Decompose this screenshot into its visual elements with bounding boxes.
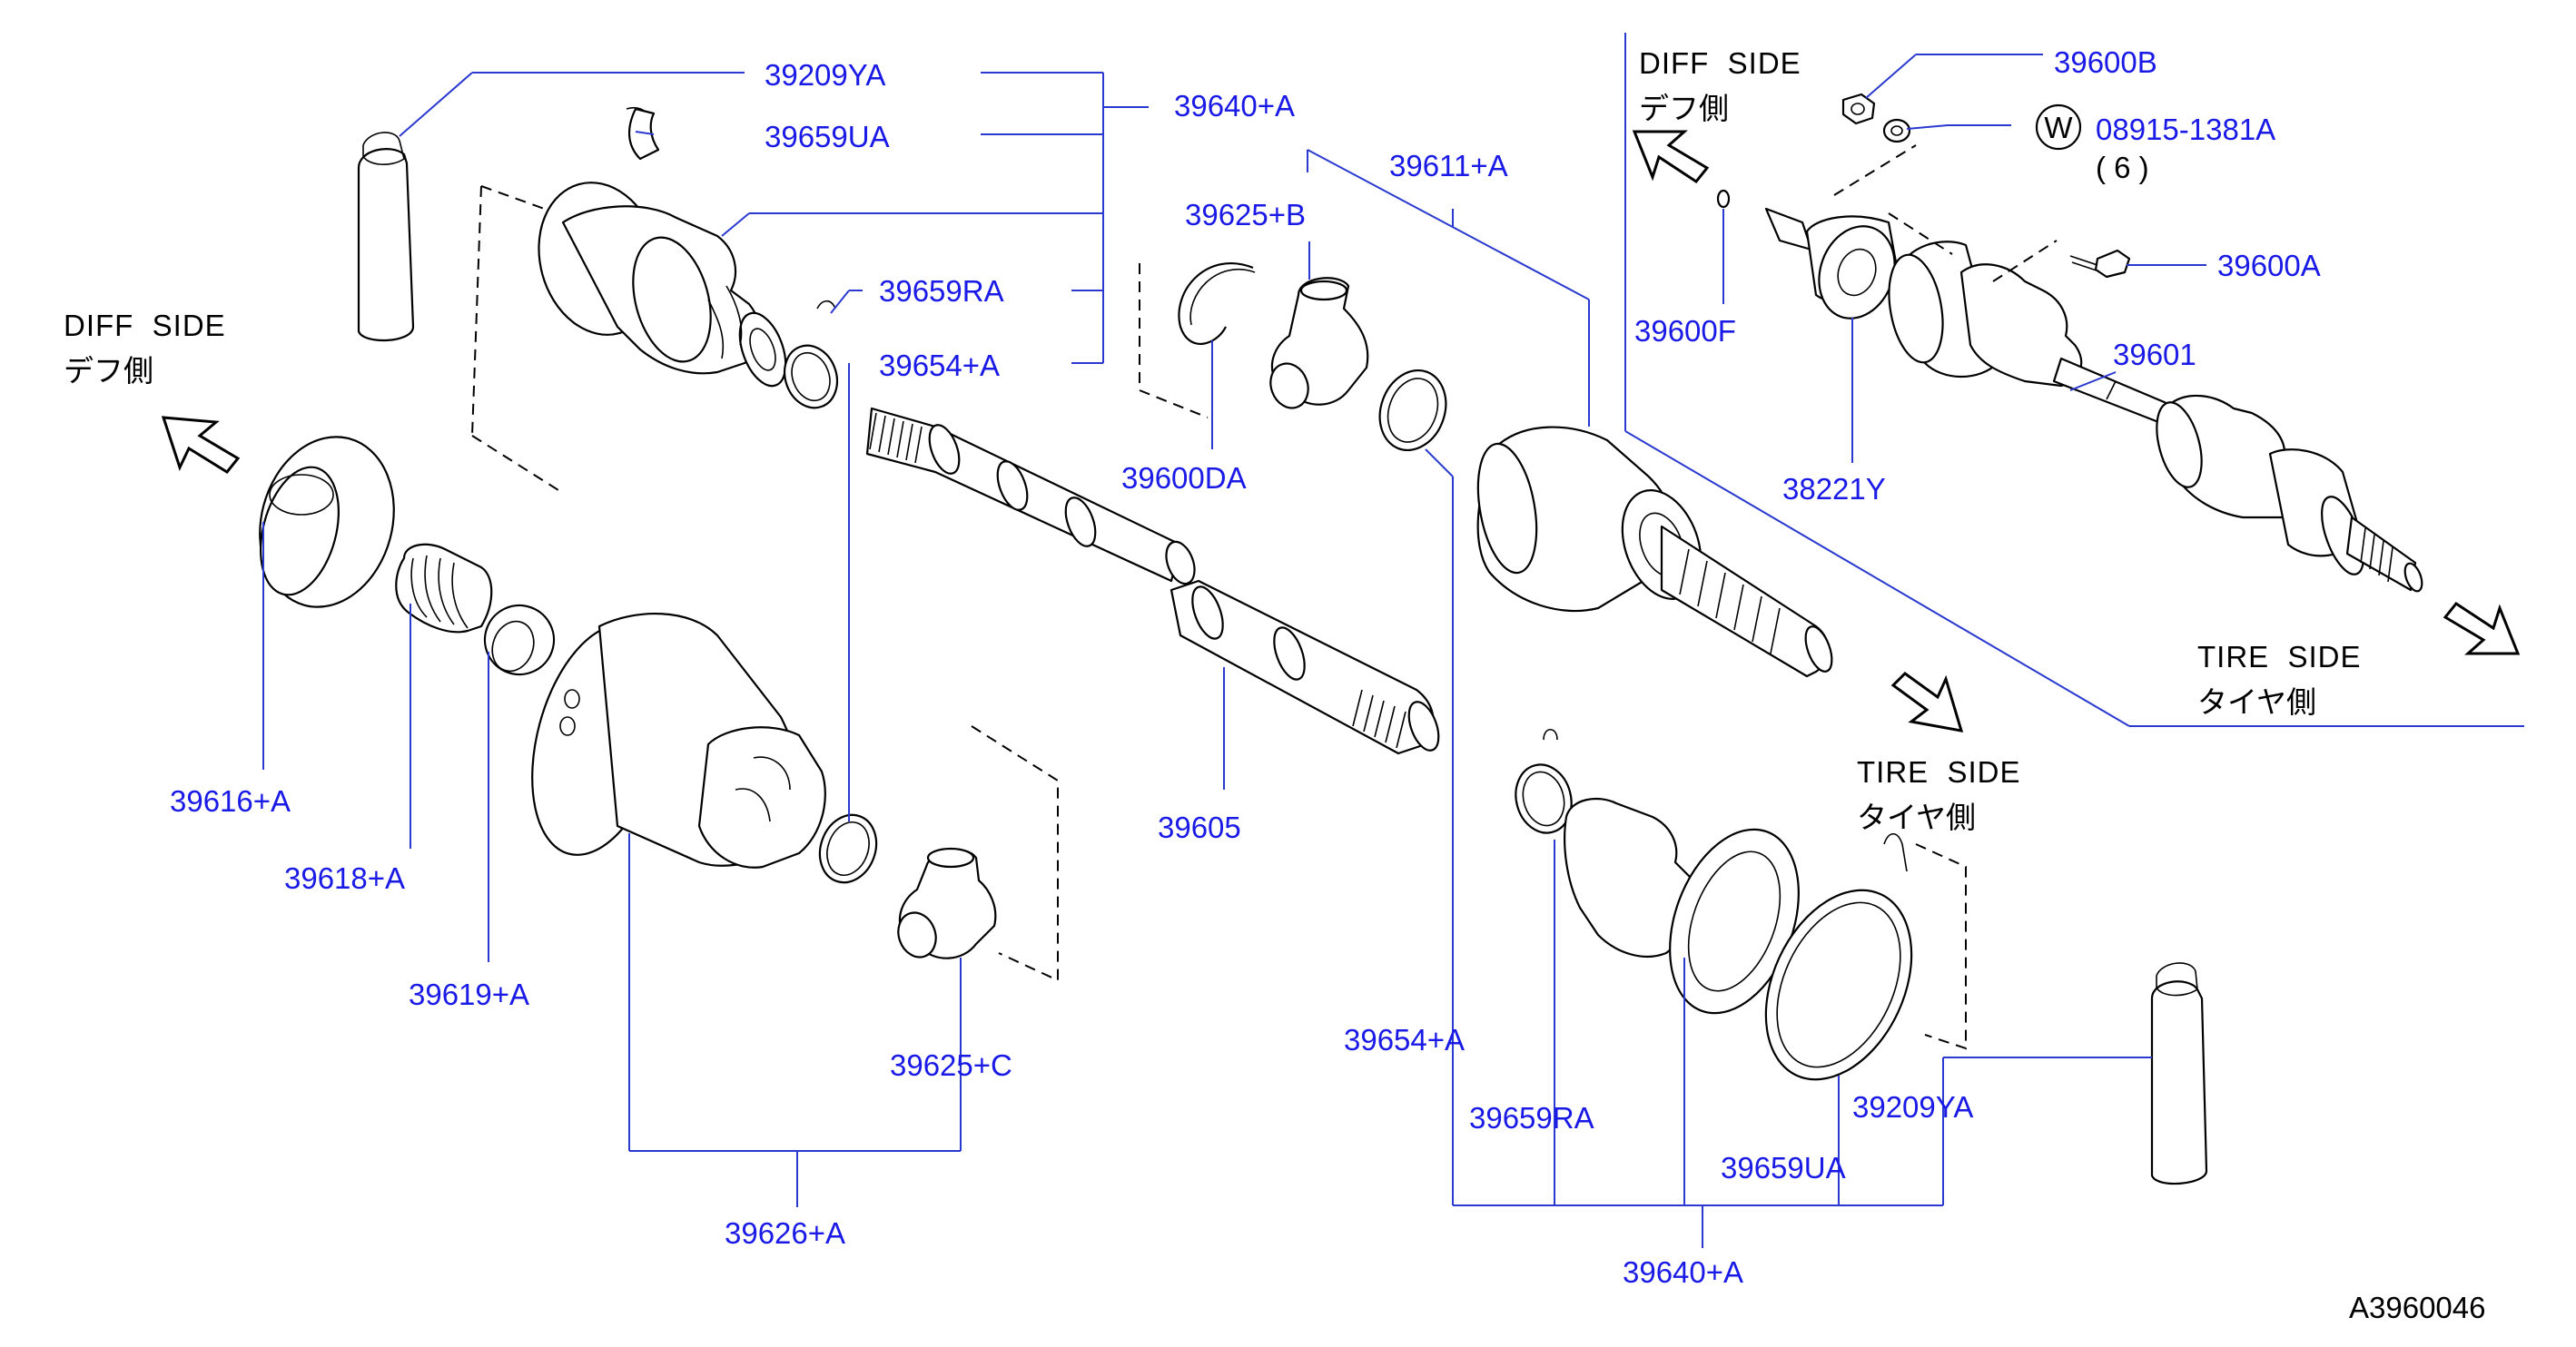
- tripod-bottom: [897, 847, 997, 959]
- label-08915-qty: ( 6 ): [2096, 151, 2149, 184]
- label-39209ya-bottom[interactable]: 39209YA: [1852, 1090, 1973, 1124]
- washer-08915: [1882, 118, 1911, 143]
- inset-diff-side-jp: デフ側: [1639, 91, 1729, 126]
- label-39654a-top[interactable]: 39654+A: [879, 349, 1000, 382]
- diagram-code: A3960046: [2349, 1291, 2485, 1324]
- label-39605[interactable]: 39605: [1158, 811, 1241, 844]
- washer-w-mark: W: [2044, 111, 2073, 144]
- label-39601[interactable]: 39601: [2113, 338, 2196, 371]
- inset-tire-side-label: TIRE SIDE: [2197, 640, 2362, 674]
- label-39618a[interactable]: 39618+A: [284, 861, 405, 895]
- inset-tire-side-jp: タイヤ側: [2197, 684, 2316, 720]
- tripod-top: [1269, 277, 1369, 409]
- inset-diff-side-label: DIFF SIDE: [1639, 46, 1801, 80]
- tire-side-arrow-inset-icon: [2443, 601, 2521, 655]
- boot-assembly-bottom: [1515, 728, 1800, 1015]
- grease-tube-bottom: [2150, 962, 2208, 1185]
- clamp-ring-top: [783, 300, 839, 409]
- dust-shield: [259, 436, 395, 608]
- diff-side-arrow-icon: [161, 416, 241, 474]
- label-39619a[interactable]: 39619+A: [409, 978, 529, 1011]
- tire-side-label: TIRE SIDE: [1857, 755, 2021, 789]
- label-08915-1381a[interactable]: 08915-1381A: [2096, 113, 2275, 146]
- label-39611a[interactable]: 39611+A: [1389, 149, 1508, 182]
- label-39640a-top[interactable]: 39640+A: [1174, 89, 1295, 123]
- label-39659ra-top[interactable]: 39659RA: [879, 274, 1004, 308]
- inset-drive-shaft-drawing: [1716, 93, 2423, 593]
- circlip: [1178, 262, 1256, 345]
- label-39625c[interactable]: 39625+C: [890, 1048, 1012, 1082]
- label-39600f[interactable]: 39600F: [1634, 314, 1736, 348]
- boot-assembly-top: [538, 107, 787, 388]
- inset-leaders: [1722, 54, 2206, 463]
- tire-side-arrow-icon: [1890, 672, 1964, 732]
- label-39659ua-bottom[interactable]: 39659UA: [1721, 1151, 1846, 1185]
- label-38221y[interactable]: 38221Y: [1782, 472, 1886, 506]
- label-39625b[interactable]: 39625+B: [1185, 198, 1306, 231]
- diff-side-jp: デフ側: [64, 353, 153, 388]
- label-39600da[interactable]: 39600DA: [1121, 461, 1247, 495]
- label-39209ya-top[interactable]: 39209YA: [765, 58, 885, 92]
- inset-frame: [1624, 33, 2524, 727]
- washer-w-mark-icon: [2035, 103, 2082, 151]
- main-leaders: [262, 72, 2152, 1248]
- label-39659ua-top[interactable]: 39659UA: [765, 120, 890, 153]
- label-39640a-bottom[interactable]: 39640+A: [1623, 1255, 1743, 1289]
- label-39659ra-bottom[interactable]: 39659RA: [1469, 1101, 1594, 1135]
- label-39616a[interactable]: 39616+A: [170, 784, 291, 818]
- boot-band-bottom: [1764, 832, 1913, 1081]
- ring-39619: [483, 604, 556, 676]
- label-39600a[interactable]: 39600A: [2217, 249, 2321, 282]
- tire-side-jp: タイヤ側: [1857, 800, 1976, 835]
- joint-housing: [531, 612, 826, 869]
- label-39626a[interactable]: 39626+A: [725, 1216, 845, 1250]
- diff-side-label: DIFF SIDE: [64, 309, 226, 342]
- drive-shaft: [865, 407, 1440, 755]
- spring: [395, 543, 493, 634]
- grease-tube-top: [357, 132, 415, 342]
- label-39654a-bottom[interactable]: 39654+A: [1344, 1023, 1465, 1057]
- snap-ring-right: [1378, 369, 1447, 452]
- label-39600b[interactable]: 39600B: [2054, 45, 2157, 79]
- nut-39600b: [1841, 93, 1876, 125]
- diff-side-arrow-inset-icon: [1632, 130, 1710, 184]
- outer-joint: [1476, 426, 1833, 678]
